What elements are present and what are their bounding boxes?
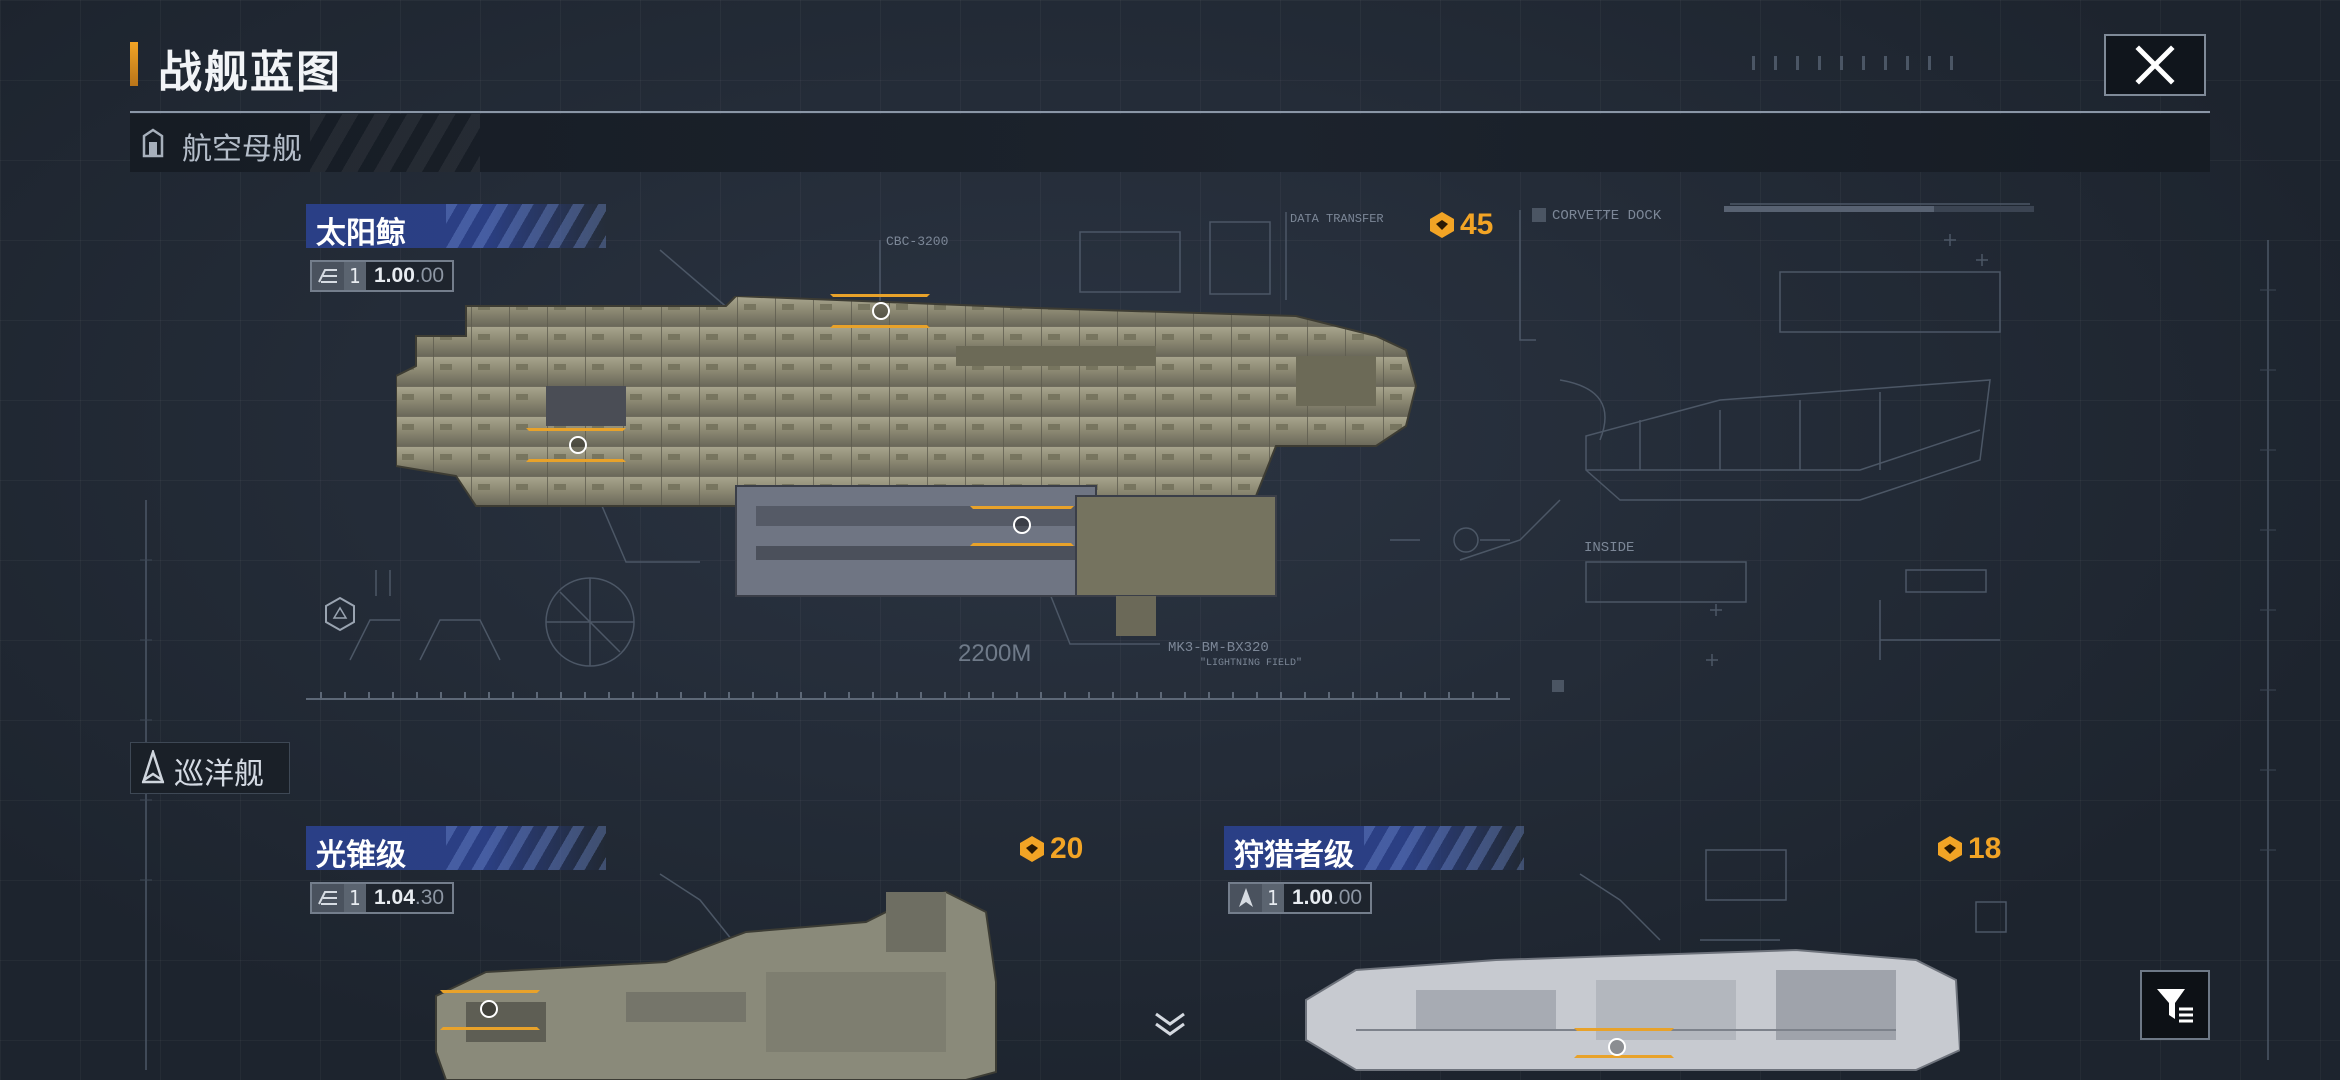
corvette-dock-label: CORVETTE DOCK bbox=[1552, 208, 1662, 224]
inside-label: INSIDE bbox=[1584, 540, 1635, 556]
filter-icon bbox=[2157, 989, 2193, 1023]
hardpoint-marker bbox=[970, 506, 1074, 546]
category-header-carrier bbox=[130, 114, 2210, 172]
hardpoint-marker bbox=[1574, 1028, 1674, 1058]
category-label-cruiser: 巡洋舰 bbox=[174, 757, 264, 792]
scale-label: 2200M bbox=[958, 640, 1032, 667]
callout-top: CBC-3200 bbox=[886, 234, 949, 249]
page-title: 战舰蓝图 bbox=[158, 47, 342, 98]
ship-cost: 45 bbox=[1428, 208, 1493, 242]
ship-image-guangzhuiji[interactable] bbox=[426, 872, 1006, 1080]
title-accent-bar bbox=[130, 42, 138, 86]
hardpoint-dot[interactable] bbox=[872, 302, 890, 320]
scroll-down-icon[interactable] bbox=[1152, 1010, 1188, 1040]
barcode-decoration bbox=[1752, 56, 1972, 70]
ship-power-fraction: .00 bbox=[1332, 886, 1363, 909]
cost-badge-icon bbox=[1430, 212, 1454, 238]
hardpoint-marker bbox=[830, 294, 930, 328]
ship-power: 1.00 bbox=[374, 264, 415, 287]
ship-cost: 20 bbox=[1018, 832, 1083, 866]
cost-badge-icon bbox=[1938, 836, 1962, 862]
ship-name: 太阳鲸 bbox=[316, 216, 406, 251]
hardpoint-dot[interactable] bbox=[1013, 516, 1031, 534]
ship-power: 1.00 bbox=[1292, 886, 1333, 909]
ship-stat-box: 1 1.00.00 bbox=[310, 260, 455, 292]
callout-bottom-sub: "LIGHTNING FIELD" bbox=[1200, 658, 1303, 669]
hardpoint-marker bbox=[526, 428, 626, 462]
ship-tag-shouliezheji[interactable] bbox=[1224, 826, 1524, 870]
rank-icon bbox=[1239, 888, 1253, 907]
cost-badge-icon bbox=[1020, 836, 1044, 862]
hardpoint-dot[interactable] bbox=[569, 436, 587, 454]
ship-cost-value: 18 bbox=[1968, 832, 2002, 865]
ship-tag-guangzhuiji[interactable] bbox=[306, 826, 606, 870]
hardpoint-marker bbox=[440, 990, 540, 1030]
ship-tag-taiyangjing[interactable] bbox=[306, 204, 606, 248]
ship-cost: 18 bbox=[1936, 832, 2001, 866]
filter-button[interactable] bbox=[2140, 970, 2210, 1040]
title-divider bbox=[130, 111, 2210, 113]
hardpoint-dot[interactable] bbox=[480, 1000, 498, 1018]
data-transfer-label: DATA TRANSFER bbox=[1290, 212, 1384, 226]
ship-power-fraction: .00 bbox=[414, 264, 445, 287]
close-button[interactable] bbox=[2104, 34, 2206, 96]
ship-cost-value: 20 bbox=[1050, 832, 1084, 865]
ship-name: 光锥级 bbox=[316, 838, 406, 873]
scale-ruler bbox=[306, 686, 1510, 700]
cruiser-icon bbox=[141, 750, 165, 784]
category-label-carrier: 航空母舰 bbox=[182, 132, 302, 167]
close-icon bbox=[2135, 45, 2175, 85]
ship-stat-box: 1 1.04.30 bbox=[310, 882, 455, 914]
hardpoint-dot[interactable] bbox=[1608, 1038, 1626, 1056]
ship-power-fraction: .30 bbox=[414, 886, 445, 909]
ship-name: 狩猎者级 bbox=[1234, 838, 1354, 873]
ship-image-taiyangjing[interactable] bbox=[396, 296, 1490, 642]
carrier-icon bbox=[142, 128, 164, 158]
ship-stat-box: 1 1.00.00 bbox=[1228, 882, 1373, 914]
ship-level: 1 bbox=[1262, 884, 1284, 912]
ship-cost-value: 45 bbox=[1460, 208, 1494, 241]
ship-level: 1 bbox=[344, 262, 366, 290]
category-header-cruiser bbox=[130, 742, 290, 794]
ship-power: 1.04 bbox=[374, 886, 415, 909]
rank-icon bbox=[318, 891, 337, 905]
ship-level: 1 bbox=[344, 884, 366, 912]
rank-icon bbox=[318, 269, 337, 283]
callout-bottom: MK3-BM-BX320 bbox=[1168, 640, 1269, 656]
